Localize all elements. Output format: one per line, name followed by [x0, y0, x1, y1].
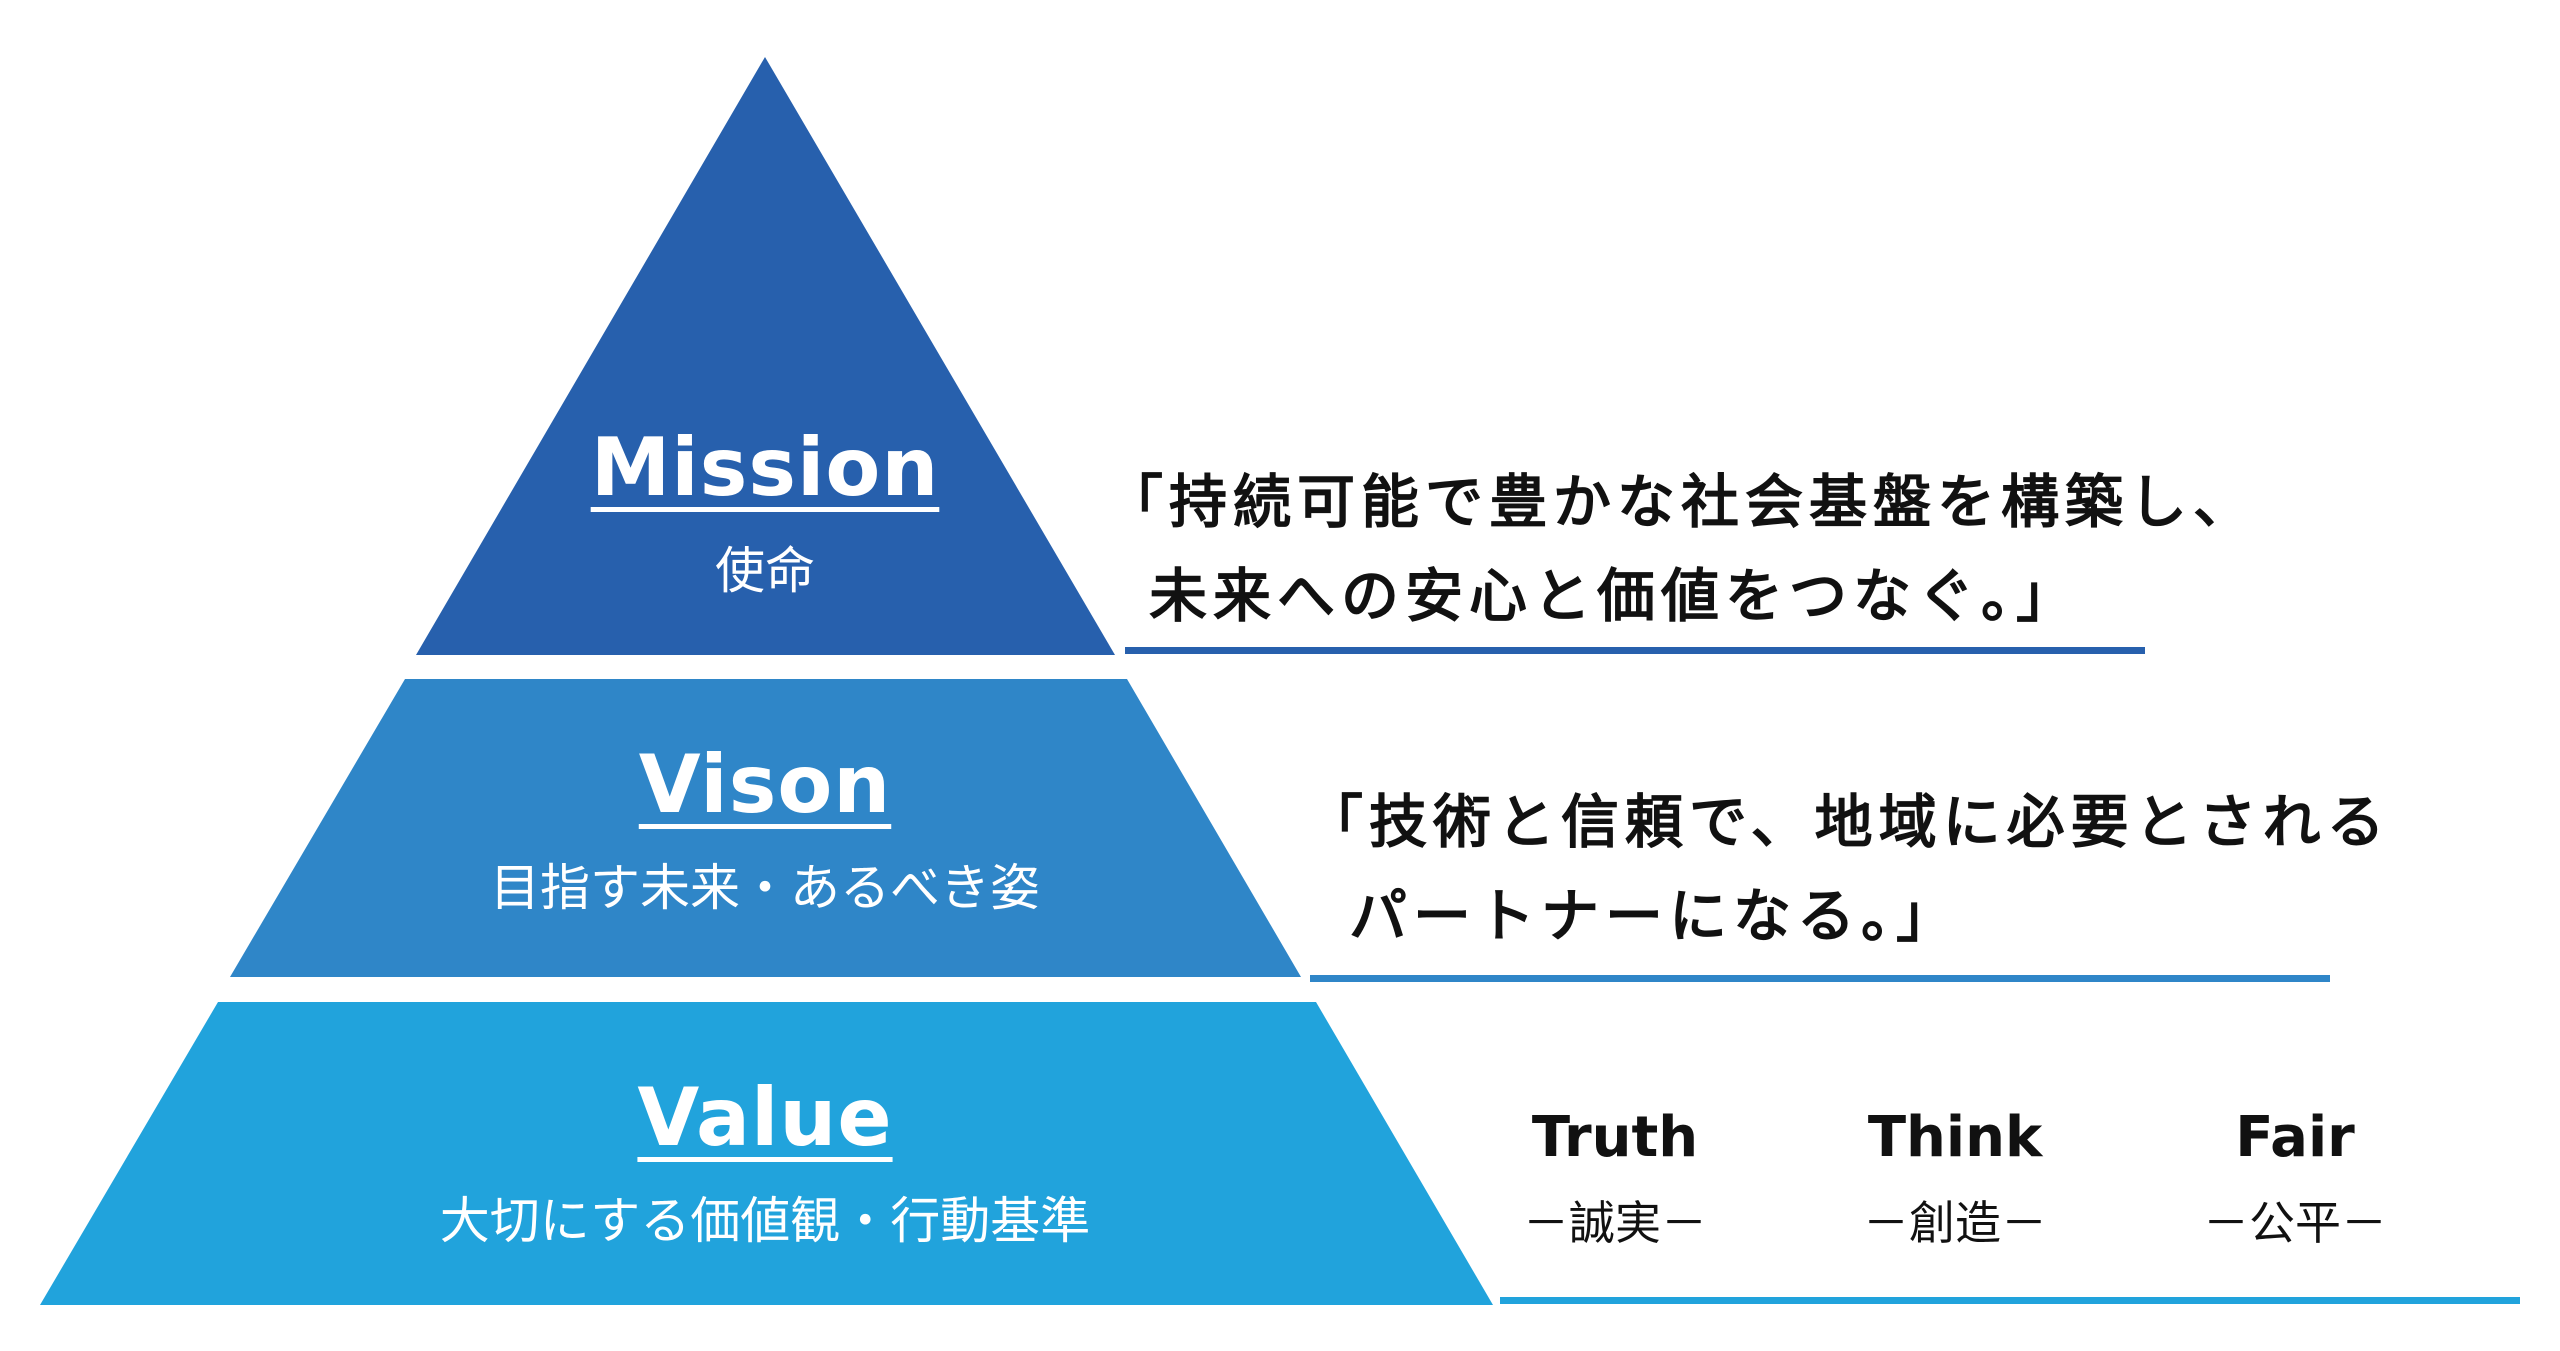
vision-statement-line1: 「技術と信頼で、地域に必要とされる	[1305, 788, 2391, 856]
value-jp-think: －創造－	[1863, 1196, 2047, 1250]
mission-subtitle: 使命	[715, 542, 815, 600]
vision-underline	[1310, 975, 2330, 982]
mission-statement-line2: 未来への安心と価値をつなぐ。」	[1149, 562, 2081, 630]
mission-statement-line1: 「持続可能で豊かな社会基盤を構築し、	[1105, 468, 2258, 536]
value-subtitle: 大切にする価値観・行動基準	[439, 1192, 1091, 1250]
value-name-fair: Fair	[2235, 1105, 2355, 1170]
vision-tier	[230, 679, 1301, 977]
mission-statement: 「持続可能で豊かな社会基盤を構築し、 未来への安心と価値をつなぐ。」	[1105, 455, 2257, 643]
value-name-truth: Truth	[1531, 1105, 1699, 1170]
value-tier	[40, 1002, 1493, 1305]
value-jp-truth: －誠実－	[1523, 1196, 1707, 1250]
mission-tier	[416, 57, 1115, 655]
value-title: Value	[637, 1071, 893, 1164]
vision-subtitle: 目指す未来・あるべき姿	[490, 859, 1040, 917]
value-item-fair: Fair －公平－	[2145, 1105, 2445, 1250]
value-item-truth: Truth －誠実－	[1465, 1105, 1765, 1250]
vision-label: Vison 目指す未来・あるべき姿	[365, 738, 1165, 917]
vision-statement-line2: パートナーになる。」	[1349, 882, 1961, 950]
mission-label: Mission 使命	[565, 421, 965, 600]
value-item-think: Think －創造－	[1805, 1105, 2105, 1250]
mission-underline	[1125, 647, 2145, 654]
vision-statement: 「技術と信頼で、地域に必要とされる パートナーになる。」	[1305, 775, 2391, 963]
value-underline	[1500, 1297, 2520, 1304]
vision-title: Vison	[638, 738, 892, 831]
value-name-think: Think	[1867, 1105, 2043, 1170]
mission-title: Mission	[590, 421, 940, 514]
value-jp-fair: －公平－	[2203, 1196, 2387, 1250]
value-label: Value 大切にする価値観・行動基準	[315, 1071, 1215, 1250]
